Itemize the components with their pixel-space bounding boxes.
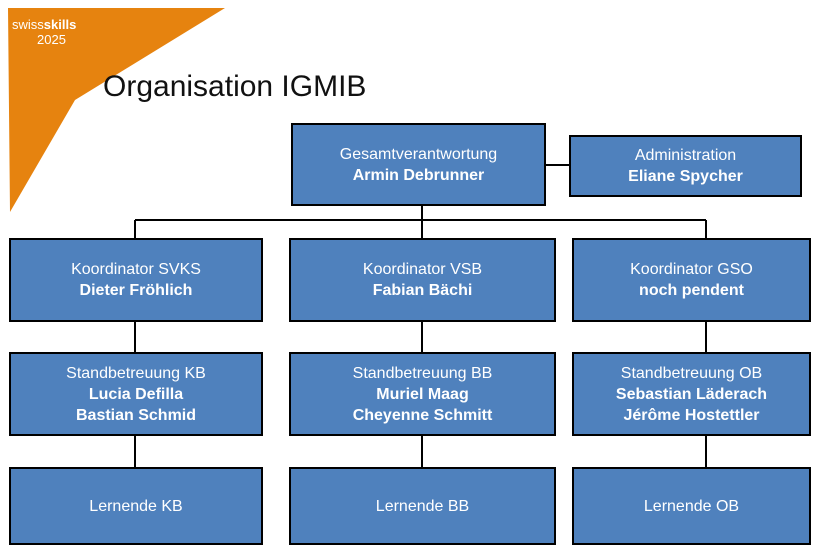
box-role: Standbetreuung OB — [620, 364, 763, 382]
box-person: Jérôme Hostettler — [623, 406, 760, 424]
box-person: Cheyenne Schmitt — [352, 406, 493, 424]
box-lernende-bb: Lernende BB — [289, 467, 556, 545]
box-person: Muriel Maag — [376, 385, 469, 403]
box-coordinator-svks: Koordinator SVKS Dieter Fröhlich — [9, 238, 263, 322]
box-role: Lernende BB — [375, 497, 470, 515]
box-person: Bastian Schmid — [75, 406, 197, 424]
box-standbetreuung-bb: Standbetreuung BB Muriel Maag Cheyenne S… — [289, 352, 556, 436]
page-title: Organisation IGMIB — [103, 70, 367, 103]
logo-brand: swissskills — [12, 18, 76, 31]
box-lernende-ob: Lernende OB — [572, 467, 811, 545]
box-role: Standbetreuung BB — [352, 364, 493, 382]
box-role: Administration — [634, 147, 737, 164]
box-role: Gesamtverantwortung — [339, 145, 498, 163]
box-role: Lernende OB — [643, 497, 740, 515]
box-coordinator-gso: Koordinator GSO noch pendent — [572, 238, 811, 322]
box-administration: Administration Eliane Spycher — [569, 135, 802, 197]
box-standbetreuung-kb: Standbetreuung KB Lucia Defilla Bastian … — [9, 352, 263, 436]
box-role: Koordinator VSB — [362, 261, 483, 278]
box-person: Lucia Defilla — [88, 385, 184, 403]
box-role: Lernende KB — [89, 497, 183, 515]
box-person: Armin Debrunner — [352, 166, 485, 184]
box-person: Eliane Spycher — [628, 168, 743, 185]
box-person: noch pendent — [639, 282, 744, 299]
box-person: Dieter Fröhlich — [79, 282, 193, 299]
box-standbetreuung-ob: Standbetreuung OB Sebastian Läderach Jér… — [572, 352, 811, 436]
box-lernende-kb: Lernende KB — [9, 467, 263, 545]
logo-brand-part1: swiss — [12, 17, 44, 32]
box-role: Koordinator SVKS — [71, 261, 201, 278]
logo-year: 2025 — [37, 32, 66, 47]
box-person: Fabian Bächi — [372, 282, 473, 299]
box-coordinator-vsb: Koordinator VSB Fabian Bächi — [289, 238, 556, 322]
box-role: Standbetreuung KB — [66, 364, 206, 382]
logo-brand-part2: skills — [43, 17, 77, 32]
box-person: Sebastian Läderach — [615, 385, 768, 403]
swissskills-logo — [8, 8, 225, 212]
box-gesamtverantwortung: Gesamtverantwortung Armin Debrunner — [291, 123, 546, 206]
box-role: Koordinator GSO — [630, 261, 753, 278]
